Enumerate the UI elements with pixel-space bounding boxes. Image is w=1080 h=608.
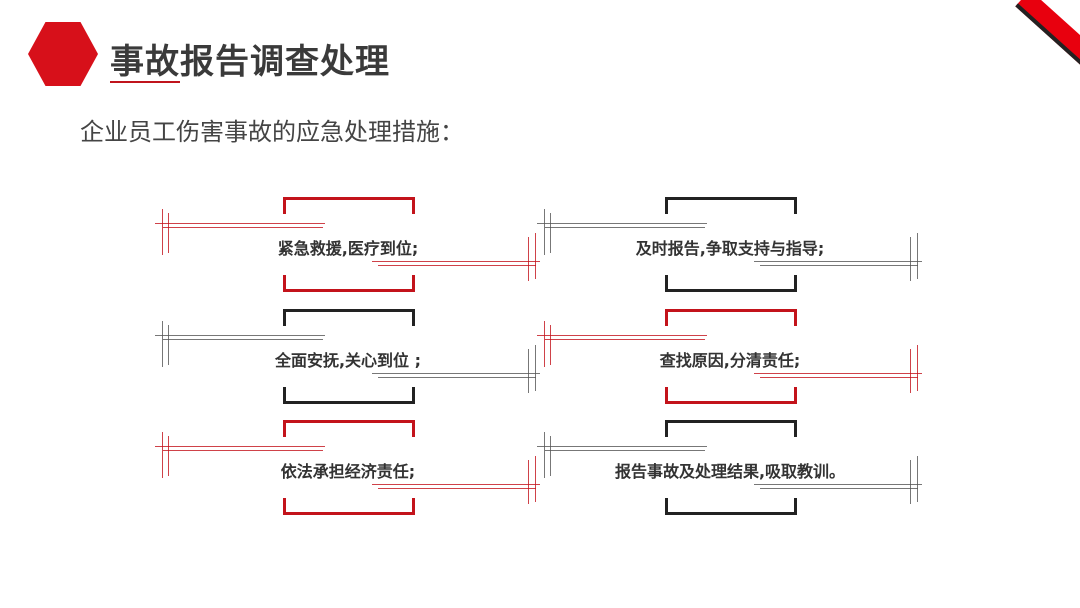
deco-line (372, 261, 540, 262)
deco-line (163, 227, 323, 228)
bracket-bottom (665, 498, 797, 515)
measure-card: 报告事故及处理结果,吸取教训。 (537, 420, 922, 515)
card-label: 依法承担经济责任; (280, 462, 416, 481)
card-label: 全面安抚,关心到位 ; (274, 351, 422, 370)
deco-tick (535, 345, 536, 391)
deco-tick (917, 345, 918, 391)
deco-line (537, 335, 707, 336)
deco-tick (162, 321, 163, 367)
measure-card: 紧急救援,医疗到位; (155, 197, 540, 292)
deco-line (760, 265, 918, 266)
deco-line (537, 223, 707, 224)
deco-tick (162, 209, 163, 255)
deco-line (163, 450, 323, 451)
measure-card: 全面安抚,关心到位 ; (155, 309, 540, 404)
deco-tick (917, 456, 918, 502)
deco-tick (162, 432, 163, 478)
deco-line (163, 339, 323, 340)
deco-tick (910, 349, 911, 393)
deco-tick (528, 237, 529, 281)
deco-line (155, 223, 325, 224)
bracket-top (283, 309, 415, 326)
deco-tick (544, 209, 545, 255)
deco-line (760, 488, 918, 489)
deco-tick (528, 349, 529, 393)
deco-tick (168, 213, 169, 253)
measure-card: 及时报告,争取支持与指导; (537, 197, 922, 292)
page-title: 事故报告调查处理 (110, 42, 390, 82)
deco-tick (535, 233, 536, 279)
bracket-bottom (283, 387, 415, 404)
bracket-top (665, 309, 797, 326)
deco-line (155, 446, 325, 447)
deco-tick (544, 432, 545, 478)
deco-tick (535, 456, 536, 502)
deco-line (378, 265, 536, 266)
bracket-top (665, 420, 797, 437)
card-label: 及时报告,争取支持与指导; (635, 239, 825, 258)
deco-tick (910, 460, 911, 504)
deco-line (545, 450, 705, 451)
title-underline (110, 81, 180, 83)
deco-line (760, 377, 918, 378)
bracket-top (283, 420, 415, 437)
card-label: 报告事故及处理结果,吸取教训。 (614, 462, 846, 481)
card-label: 紧急救援,医疗到位; (277, 239, 419, 258)
hexagon-icon (28, 22, 98, 86)
measure-card: 依法承担经济责任; (155, 420, 540, 515)
deco-line (545, 339, 705, 340)
deco-line (754, 261, 922, 262)
bracket-bottom (665, 387, 797, 404)
deco-line (372, 373, 540, 374)
deco-tick (544, 321, 545, 367)
bracket-top (665, 197, 797, 214)
bracket-bottom (665, 275, 797, 292)
bracket-bottom (283, 275, 415, 292)
deco-tick (168, 436, 169, 476)
deco-line (372, 484, 540, 485)
deco-tick (917, 233, 918, 279)
page-subtitle: 企业员工伤害事故的应急处理措施： (80, 118, 464, 146)
card-label: 查找原因,分清责任; (659, 351, 801, 370)
deco-line (754, 373, 922, 374)
deco-line (537, 446, 707, 447)
deco-line (378, 377, 536, 378)
deco-tick (550, 436, 551, 476)
deco-line (545, 227, 705, 228)
bracket-top (283, 197, 415, 214)
deco-tick (550, 325, 551, 365)
bracket-bottom (283, 498, 415, 515)
deco-line (378, 488, 536, 489)
deco-tick (910, 237, 911, 281)
deco-tick (528, 460, 529, 504)
deco-line (155, 335, 325, 336)
deco-tick (550, 213, 551, 253)
corner-stripe (1015, 0, 1080, 114)
deco-tick (168, 325, 169, 365)
deco-line (754, 484, 922, 485)
measure-card: 查找原因,分清责任; (537, 309, 922, 404)
